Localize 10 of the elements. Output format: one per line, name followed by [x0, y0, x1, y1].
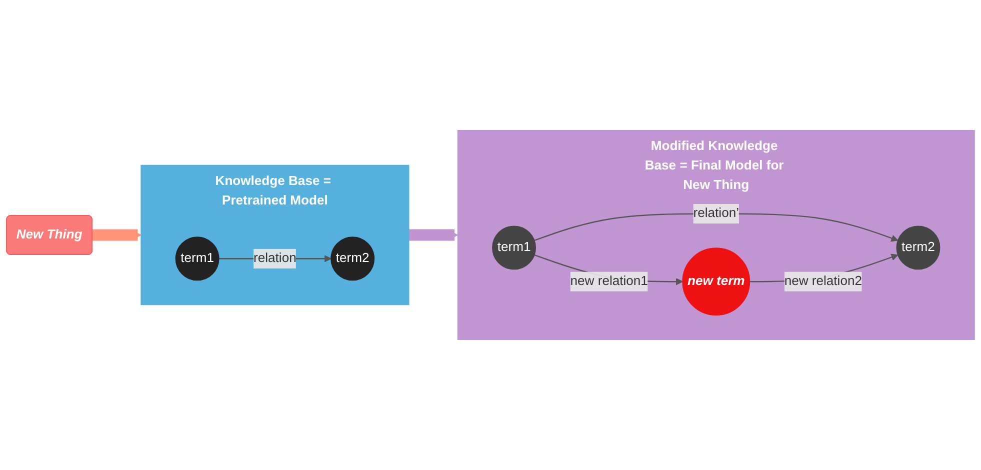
edge-label: relation	[254, 251, 296, 266]
edge-label: new relation2	[784, 274, 862, 288]
node-circle: new term	[682, 248, 750, 316]
edge-label: relation’	[693, 206, 739, 220]
node-circle: term2	[330, 236, 375, 281]
node-circle: term1	[175, 236, 220, 281]
edge-label: new relation1	[570, 274, 648, 288]
node-circle: term2	[896, 226, 940, 270]
node-circle: term1	[492, 226, 536, 270]
arrow	[407, 229, 458, 241]
